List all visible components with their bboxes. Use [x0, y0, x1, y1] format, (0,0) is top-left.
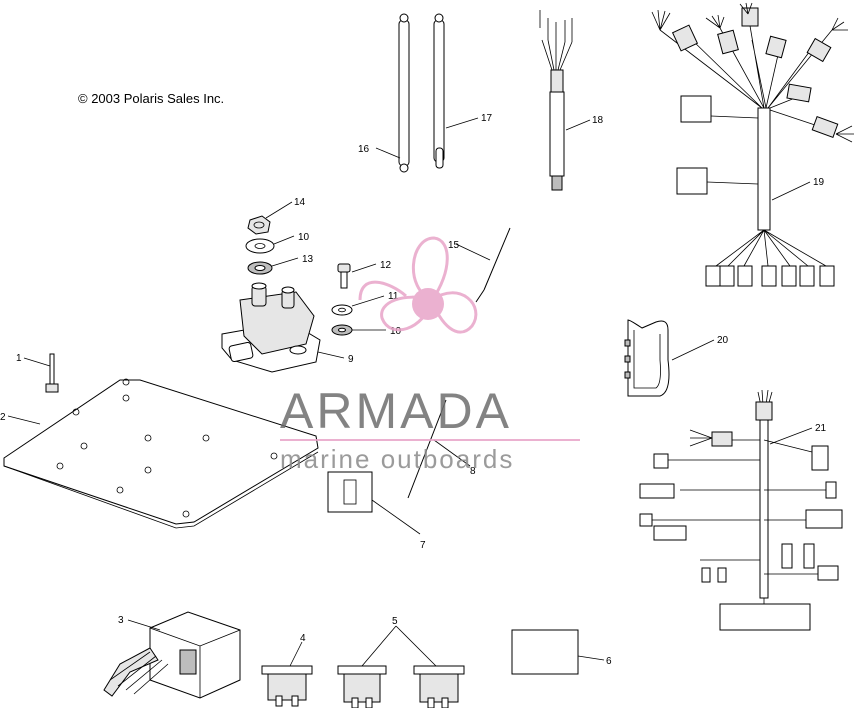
leader-5	[361, 625, 437, 667]
part-9-solenoid	[221, 282, 321, 373]
part-3-module	[103, 611, 241, 699]
part-12-screw	[337, 263, 351, 289]
part-16-rod	[398, 13, 410, 173]
part-1-bolt	[45, 353, 59, 393]
propeller-logo-icon	[358, 236, 478, 334]
leader-19	[771, 181, 811, 201]
callout-15: 15	[448, 240, 460, 251]
callout-4: 4	[300, 633, 306, 644]
part-17-rod	[433, 13, 445, 169]
callout-20: 20	[717, 335, 729, 346]
callout-1: 1	[16, 353, 22, 364]
part-20-bracket	[624, 319, 670, 397]
leader-16	[375, 147, 401, 159]
part-14-nut	[247, 215, 271, 235]
leader-2	[7, 415, 41, 425]
leader-18	[565, 119, 591, 131]
leader-15	[455, 243, 491, 261]
part-18-harness	[539, 10, 573, 191]
callout-13: 13	[302, 254, 314, 265]
leader-17	[445, 117, 479, 129]
watermark-subtitle: marine outboards	[280, 444, 514, 474]
part-11-washer	[331, 304, 353, 316]
leader-13	[271, 257, 299, 267]
callout-8: 8	[470, 466, 476, 477]
callout-10-bottom: 10	[390, 326, 402, 337]
part-8-rod	[407, 399, 447, 499]
callout-11: 11	[388, 291, 399, 302]
leader-9	[317, 351, 345, 359]
leader-6	[577, 655, 605, 661]
callout-17: 17	[481, 113, 493, 124]
part-19-main-harness	[651, 2, 854, 287]
leader-1	[23, 357, 51, 367]
callout-10-top: 10	[298, 232, 310, 243]
part-10-washer-bottom	[331, 324, 353, 336]
callout-16: 16	[358, 144, 370, 155]
part-5-connector-b	[413, 665, 465, 708]
leader-12	[351, 263, 377, 273]
callout-5: 5	[392, 616, 398, 627]
leader-14	[265, 201, 293, 219]
part-13-lockwasher	[247, 261, 273, 275]
part-4-connector	[261, 665, 313, 707]
callout-7: 7	[420, 540, 426, 551]
callout-9: 9	[348, 354, 354, 365]
part-6-label	[511, 629, 579, 675]
leader-8	[433, 439, 471, 467]
leader-11	[351, 295, 385, 307]
watermark-title: ARMADA	[280, 383, 512, 439]
callout-6: 6	[606, 656, 612, 667]
part-21-engine-harness	[639, 389, 843, 631]
callout-18: 18	[592, 115, 604, 126]
callout-14: 14	[294, 197, 306, 208]
leader-3	[127, 619, 161, 631]
part-2-mount-plate	[3, 378, 319, 529]
leader-7	[371, 499, 421, 535]
armada-watermark: ARMADA marine outboards	[280, 236, 580, 474]
part-5-connector-a	[337, 665, 387, 708]
callout-3: 3	[118, 615, 124, 626]
leader-20	[671, 339, 715, 361]
callout-21: 21	[815, 423, 827, 434]
leader-10a	[273, 235, 295, 245]
copyright-text: © 2003 Polaris Sales Inc.	[78, 91, 224, 106]
part-10-washer-top	[245, 238, 275, 254]
callout-2: 2	[0, 412, 6, 423]
callout-12: 12	[380, 260, 392, 271]
callout-19: 19	[813, 177, 825, 188]
part-7-decal	[327, 471, 373, 513]
leader-21	[769, 427, 813, 445]
part-15-probe	[475, 227, 511, 303]
leader-4	[289, 641, 303, 667]
